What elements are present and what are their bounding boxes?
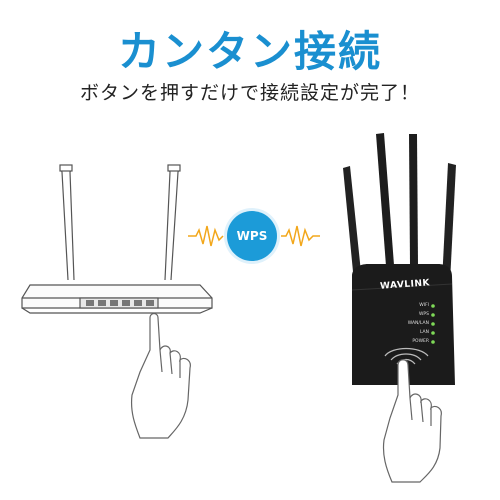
hand-pointer-icon [382,359,442,483]
router-illustration [21,164,213,314]
signal-wave-icon [188,225,320,247]
subheadline: ボタンを押すだけで接続設定が完了！ [79,82,420,104]
wifi-extender-photo [343,133,456,385]
led-label-lan: LAN [419,330,429,335]
led-label-power: POWER [412,339,429,344]
led-label-wan-lan: WAN/LAN [407,321,429,326]
wps-badge: WPS [227,211,277,261]
led-label-wps: WPS [418,312,429,317]
headline: カンタン接続 [117,27,382,76]
led-label-wifi: WIFI [419,303,429,308]
hand-pointer-icon [130,312,191,439]
